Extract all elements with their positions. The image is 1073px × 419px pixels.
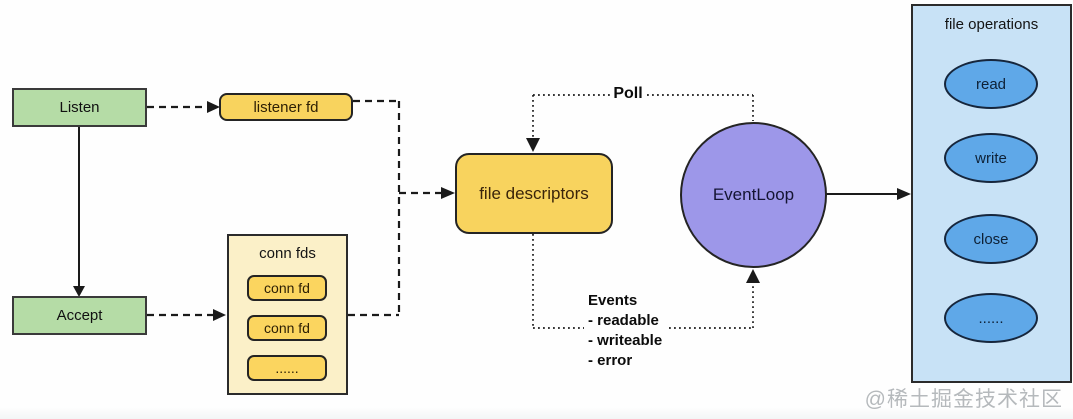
events-title: Events [588, 292, 638, 309]
events-item: - error [588, 352, 633, 369]
file-descriptors-node: file descriptors [455, 153, 613, 234]
conn-fd-item-label: conn fd [264, 280, 310, 296]
bottom-fade-strip [0, 407, 1073, 419]
conn-fd-ellipsis-item: ...... [247, 355, 327, 381]
eventloop-label: EventLoop [712, 185, 795, 204]
operation-ellipse-write: write [944, 133, 1038, 183]
conn-fds-panel: conn fds conn fd conn fd ...... [227, 234, 348, 395]
events-item: - readable [588, 312, 659, 329]
operation-ellipse-read: read [944, 59, 1038, 109]
listener-fd-node: listener fd [219, 93, 353, 121]
file-operations-title: file operations [944, 16, 1039, 33]
events-item: - writeable [588, 332, 663, 349]
eventloop-node: EventLoop [680, 122, 827, 268]
operation-close-label: close [973, 230, 1009, 248]
listener-fd-label: listener fd [253, 98, 319, 116]
conn-fds-title: conn fds [259, 245, 316, 262]
listen-node: Listen [12, 88, 147, 127]
operation-more-label: ...... [978, 309, 1004, 327]
operation-write-label: write [975, 149, 1007, 167]
events-edge-label: Events - readable - writeable - error [588, 291, 662, 371]
operation-ellipse-close: close [944, 214, 1038, 264]
operation-read-label: read [975, 75, 1007, 93]
watermark: @稀土掘金技术社区 [864, 388, 1063, 411]
file-operations-panel: file operations read write close ...... [911, 4, 1072, 383]
conn-fd-item-label: conn fd [264, 320, 310, 336]
file-descriptors-label: file descriptors [479, 183, 589, 203]
conn-fd-ellipsis-label: ...... [275, 360, 299, 376]
conn-fd-item: conn fd [247, 275, 327, 301]
accept-node-label: Accept [56, 307, 103, 324]
listen-node-label: Listen [59, 99, 100, 116]
operation-ellipse-more: ...... [944, 293, 1038, 343]
conn-fd-item: conn fd [247, 315, 327, 341]
poll-edge-label: Poll [610, 85, 646, 103]
accept-node: Accept [12, 296, 147, 335]
